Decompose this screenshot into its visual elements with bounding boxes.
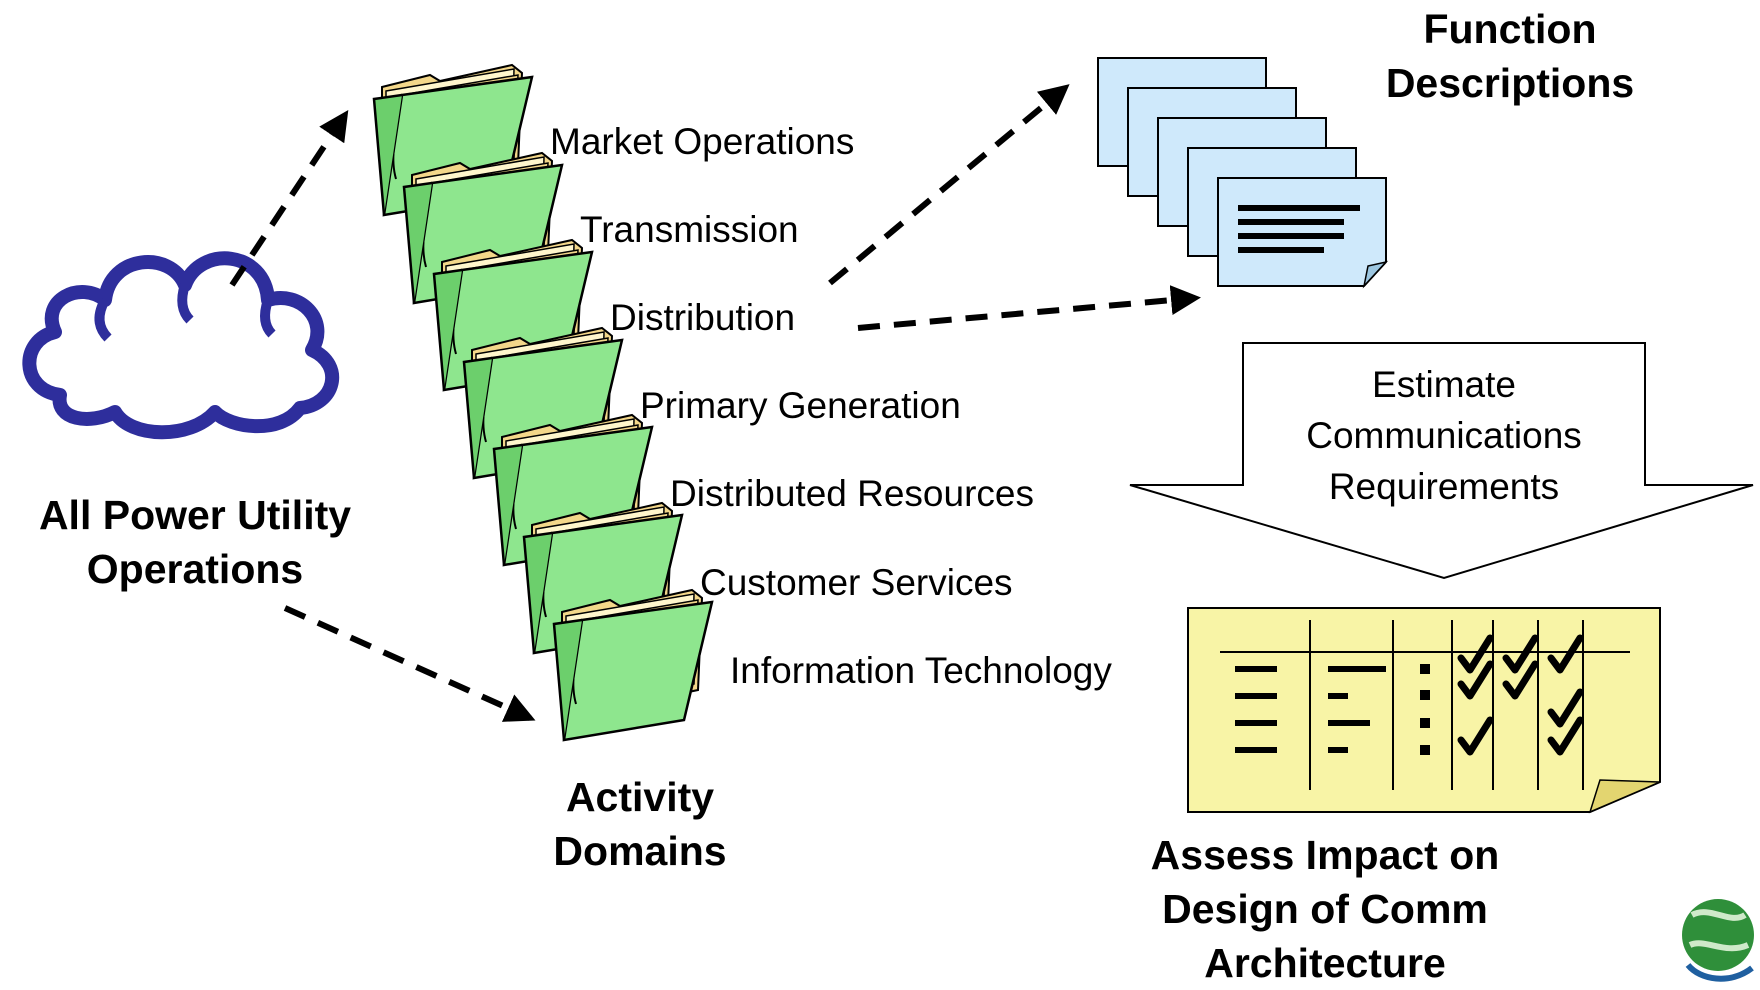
- domain-market-operations: Market Operations: [550, 121, 855, 162]
- function-descriptions-line2: Descriptions: [1385, 60, 1635, 106]
- estimate-down-arrow: [1129, 342, 1754, 580]
- source-label-line2: Operations: [86, 546, 304, 592]
- domain-transmission: Transmission: [580, 209, 799, 250]
- assess-label: Assess Impact on Design of Comm Architec…: [1090, 828, 1560, 990]
- activity-domains-label: Activity Domains: [505, 770, 775, 878]
- estimate-line1: Estimate: [1372, 364, 1516, 405]
- domain-primary-generation: Primary Generation: [640, 385, 961, 426]
- activity-domains-label-line2: Domains: [553, 828, 727, 874]
- arrow-distribution-to-docs: [857, 285, 1201, 331]
- domain-distributed-resources: Distributed Resources: [670, 473, 1034, 514]
- estimate-label: Estimate Communications Requirements: [1243, 359, 1645, 512]
- cloud-icon: [22, 251, 340, 440]
- domain-distribution: Distribution: [610, 297, 796, 338]
- estimate-line3: Requirements: [1328, 466, 1560, 507]
- arrow-to-function-descriptions: [828, 84, 1070, 286]
- folder-icon: [552, 588, 714, 742]
- function-descriptions-label: Function Descriptions: [1350, 2, 1670, 110]
- arrow-cloud-to-folders-bottom: [283, 605, 536, 722]
- estimate-line2: Communications: [1306, 415, 1582, 456]
- source-label: All Power Utility Operations: [10, 488, 380, 596]
- assessment-note-icon: [1187, 607, 1661, 814]
- function-descriptions-line1: Function: [1423, 6, 1597, 52]
- logo-icon: [1682, 899, 1754, 982]
- domain-information-technology: Information Technology: [730, 650, 1112, 691]
- assess-line3: Architecture: [1204, 940, 1446, 986]
- activity-domains-label-line1: Activity: [565, 774, 715, 820]
- documents-icon: [1097, 57, 1389, 289]
- domain-customer-services: Customer Services: [700, 562, 1013, 603]
- assess-line2: Design of Comm: [1162, 886, 1488, 932]
- source-label-line1: All Power Utility: [38, 492, 352, 538]
- assess-line1: Assess Impact on: [1150, 832, 1500, 878]
